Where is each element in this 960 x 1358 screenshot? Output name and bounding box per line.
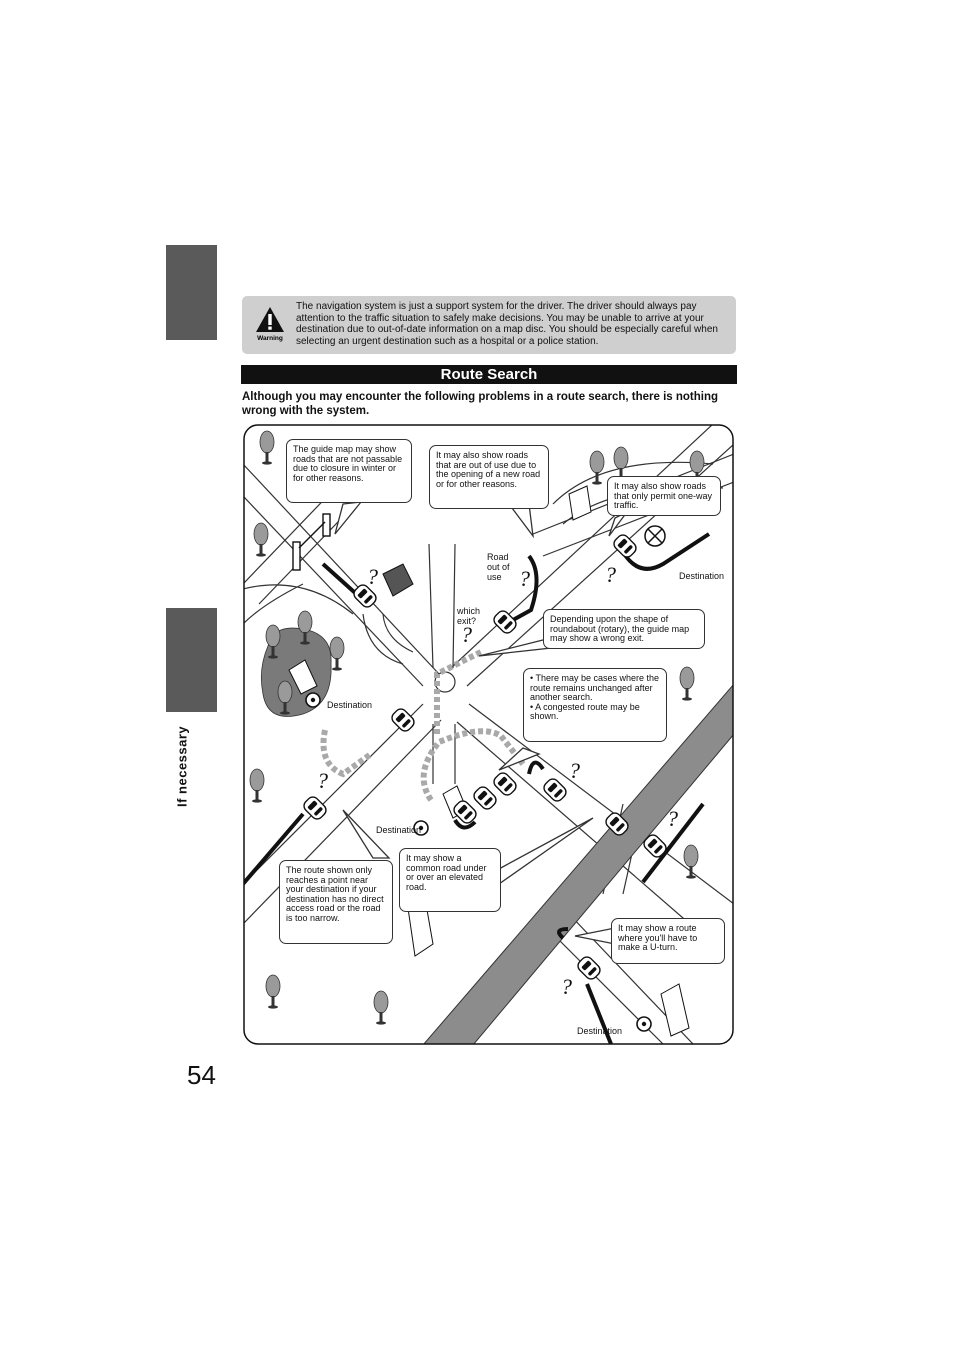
callout-out-of-use: It may also show roads that are out of u…	[429, 445, 549, 509]
question-mark: ?	[461, 622, 472, 647]
label-destination: Destination	[577, 1026, 623, 1036]
warning-text: The navigation system is just a support …	[296, 301, 718, 347]
page-number: 54	[187, 1060, 216, 1090]
callout-congested-item: • A congested route may be shown.	[530, 701, 640, 722]
callout-closure: The guide map may show roads that are no…	[286, 439, 412, 503]
chapter-marker	[166, 608, 217, 712]
callout-roundabout: Depending upon the shape of roundabout (…	[543, 609, 705, 649]
label-which-exit: which exit?	[457, 606, 481, 626]
label-destination: Destination	[376, 825, 422, 835]
section-title: Route Search	[241, 365, 737, 384]
label-destination: Destination	[327, 700, 373, 710]
callout-u-turn: It may show a route where you'll have to…	[611, 918, 725, 964]
question-mark: ?	[317, 768, 328, 793]
warning-icon-label: Warning	[257, 335, 283, 342]
question-mark: ?	[569, 758, 580, 783]
route-search-illustration: ? ? ? ? ? ? ? ? The guide ma	[243, 424, 734, 1045]
question-mark: ?	[561, 974, 572, 999]
callout-elevated: It may show a common road under or over …	[399, 848, 501, 912]
intro-text: Although you may encounter the following…	[242, 391, 719, 417]
callout-congested: • There may be cases where the route rem…	[523, 668, 667, 742]
label-destination: Destination	[679, 571, 725, 581]
question-mark: ?	[367, 564, 378, 589]
label-road-out-of-use: Road out of use	[487, 552, 510, 582]
warning-box: Warning The navigation system is just a …	[242, 296, 736, 354]
warning-icon: Warning	[256, 307, 284, 342]
callout-congested-item: • There may be cases where the route rem…	[530, 673, 660, 703]
question-mark: ?	[605, 562, 616, 587]
question-mark: ?	[667, 806, 678, 831]
chapter-label: If necessary	[174, 725, 190, 807]
callout-near-destination: The route shown only reaches a point nea…	[279, 860, 393, 944]
chapter-tab	[166, 245, 217, 340]
question-mark: ?	[519, 566, 530, 591]
callout-one-way: It may also show roads that only permit …	[607, 476, 721, 516]
